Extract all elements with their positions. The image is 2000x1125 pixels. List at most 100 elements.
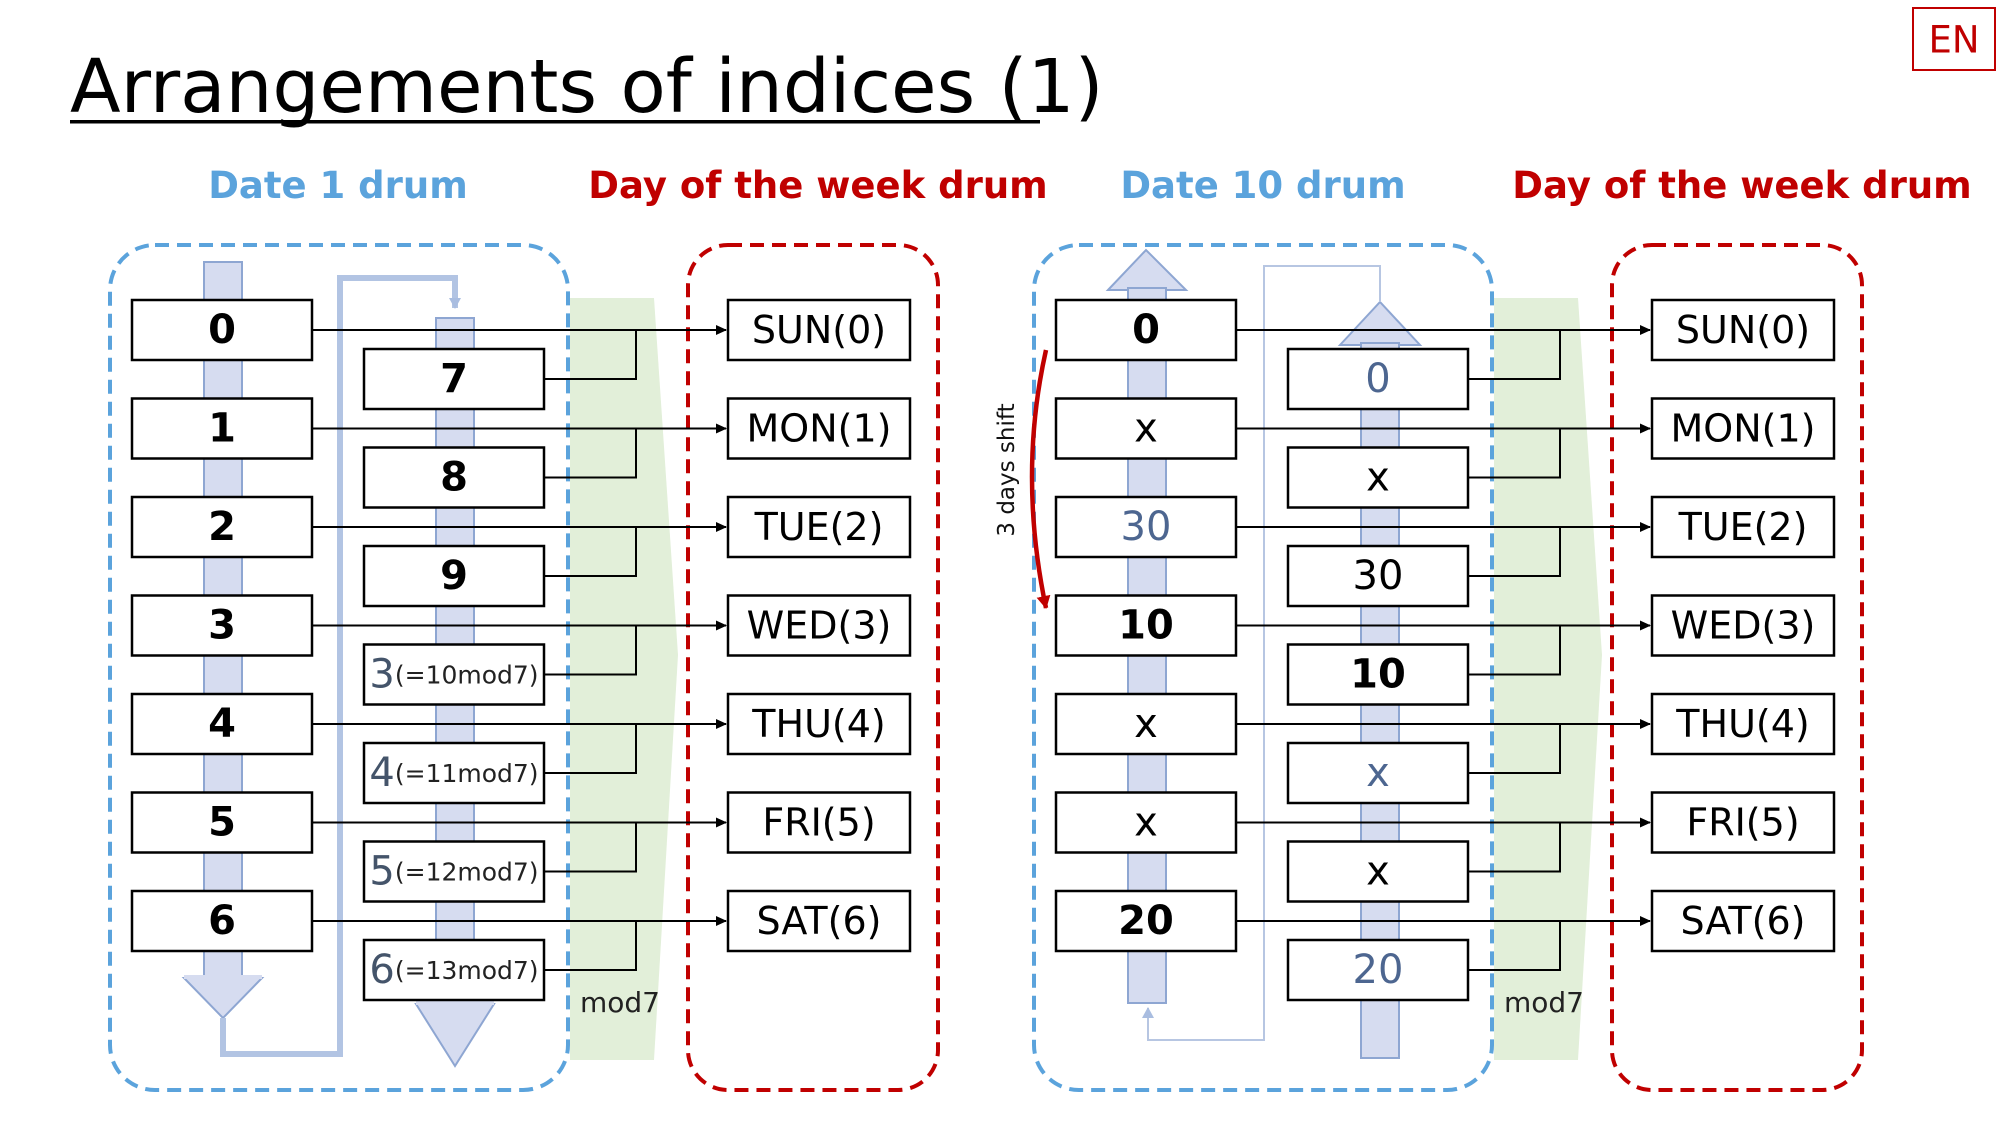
left_panel-col1-cell-box xyxy=(130,298,314,362)
page-title: Arrangements of indices (1) xyxy=(70,44,1103,130)
left_panel-col2-sub: (=13mod7) xyxy=(395,956,539,985)
right_panel-col2-cell: x xyxy=(1286,741,1470,805)
left_panel-day-cell: FRI(5) xyxy=(726,791,912,854)
title-underline xyxy=(70,120,1040,124)
right_panel-wire-date2-3 xyxy=(1468,625,1561,676)
left_panel-col2-main: 5 xyxy=(369,849,394,895)
left_panel-col2-cell: 3(=10mod7) xyxy=(362,643,546,706)
right-dow-drum-frame xyxy=(1610,243,1864,1092)
right_panel-col1-cell-box xyxy=(1054,495,1238,559)
right_panel-col2-cell-box xyxy=(1286,544,1470,608)
right_panel-col2-cell: x xyxy=(1286,840,1470,903)
left_panel-col1-value: 1 xyxy=(208,406,236,452)
left_panel-col1-cell: 4 xyxy=(130,692,314,756)
language-badge[interactable]: EN xyxy=(1912,7,1996,71)
right_panel-day-cell-box xyxy=(1650,397,1836,460)
left_panel-day-cell-box xyxy=(726,594,912,657)
left_panel-col1-cell: 1 xyxy=(130,397,314,460)
left_panel-day-label: THU(4) xyxy=(751,702,885,746)
left_panel-day-cell: THU(4) xyxy=(726,692,912,756)
left_panel-day-label: TUE(2) xyxy=(754,505,884,549)
right_panel-col1-value: 30 xyxy=(1121,504,1172,550)
left_panel-day-cell-box xyxy=(726,298,912,362)
right_panel-wire-date2-5 xyxy=(1468,822,1561,873)
left_panel-day-cell-box xyxy=(726,495,912,559)
left_panel-col1-cell: 6 xyxy=(130,889,314,953)
left-dow-drum-title: Day of the week drum xyxy=(588,164,1047,207)
left_panel-col2-sub: (=12mod7) xyxy=(395,857,539,886)
right_panel-col2-cell-box xyxy=(1286,643,1470,706)
left_panel-col2-cell: 7 xyxy=(362,347,546,411)
right_panel-wire-date2-0 xyxy=(1468,330,1561,380)
left_panel-col1-cell: 3 xyxy=(130,594,314,657)
right_panel-col1-cell-box xyxy=(1054,298,1238,362)
left_panel-day-label: MON(1) xyxy=(747,407,892,451)
left_panel-col2-cell-box xyxy=(362,741,546,805)
right_panel-col2-value: x xyxy=(1366,849,1390,895)
right-date-drum-frame xyxy=(1032,243,1494,1092)
left_panel-col2-main: 4 xyxy=(369,750,394,796)
left_panel-col1-cell-box xyxy=(130,791,314,854)
right_panel-col1-value: x xyxy=(1134,406,1158,452)
right_panel-day-label: MON(1) xyxy=(1671,407,1816,451)
left-mod7-label: mod7 xyxy=(580,986,660,1019)
left_panel-col2-cell-box xyxy=(362,643,546,706)
left_panel-col1-value: 0 xyxy=(208,307,236,353)
right_panel-day-cell: SUN(0) xyxy=(1650,298,1836,362)
right_panel-day-label: SUN(0) xyxy=(1676,308,1810,352)
left_panel-day-cell: SUN(0) xyxy=(726,298,912,362)
right_panel-col1-value: x xyxy=(1134,701,1158,747)
right_panel-col1-value: 10 xyxy=(1118,603,1174,649)
left_panel-day-label: WED(3) xyxy=(747,604,892,648)
left_panel-col2-value: 5(=12mod7) xyxy=(369,849,538,895)
left-date-drum-title: Date 1 drum xyxy=(208,164,468,207)
right_panel-col2-cell: 10 xyxy=(1286,643,1470,706)
left_panel-col2-sub: (=11mod7) xyxy=(395,759,539,788)
left_panel-day-cell-box xyxy=(726,889,912,953)
right_panel-col2-cell: 30 xyxy=(1286,544,1470,608)
right_panel-day-cell-box xyxy=(1650,594,1836,657)
language-badge-label: EN xyxy=(1928,19,1979,62)
right_panel-day-label: WED(3) xyxy=(1671,604,1816,648)
left_panel-col2-sub: (=10mod7) xyxy=(395,660,539,689)
left-mod7-band xyxy=(570,298,678,1060)
left_panel-col1-value: 2 xyxy=(208,504,236,550)
left_panel-day-label: FRI(5) xyxy=(762,801,875,845)
left_panel-day-cell: TUE(2) xyxy=(726,495,912,559)
right-wrap-connector xyxy=(1142,265,1381,1041)
right_panel-col1-cell-box xyxy=(1054,594,1238,657)
right_panel-col1-cell: x xyxy=(1054,397,1238,460)
right_panel-col2-value: x xyxy=(1366,750,1390,796)
right_panel-day-label: SAT(6) xyxy=(1681,899,1806,943)
right_panel-col1-cell-box xyxy=(1054,397,1238,460)
right_panel-day-cell: TUE(2) xyxy=(1650,495,1836,559)
left_panel-wire-date2-6 xyxy=(544,921,637,971)
right_panel-wire-date2-1 xyxy=(1468,428,1561,479)
left_panel-col2-value: 8 xyxy=(440,455,468,501)
left_panel-col2-cell: 4(=11mod7) xyxy=(362,741,546,805)
right_panel-col2-value: x xyxy=(1366,455,1390,501)
right_panel-day-cell: SAT(6) xyxy=(1650,889,1836,953)
left_panel-col2-value: 3(=10mod7) xyxy=(369,652,538,698)
right_panel-col1-value: 0 xyxy=(1132,307,1160,353)
left_panel-wire-date2-2 xyxy=(544,527,637,577)
right_panel-col2-cell-box xyxy=(1286,840,1470,903)
right_panel-col1-value: 20 xyxy=(1118,898,1174,944)
left_panel-col2-main: 9 xyxy=(440,553,468,599)
left_panel-col2-value: 6(=13mod7) xyxy=(369,947,538,993)
left_panel-day-cell-box xyxy=(726,397,912,460)
right_panel-col2-cell: 0 xyxy=(1286,347,1470,411)
left_panel-col1-value: 6 xyxy=(208,898,236,944)
right_panel-day-cell: WED(3) xyxy=(1650,594,1836,657)
right_panel-day-cell: MON(1) xyxy=(1650,397,1836,460)
right_panel-wire-date2-6 xyxy=(1468,921,1561,971)
left_panel-col2-cell: 9 xyxy=(362,544,546,608)
left_panel-col2-cell: 8 xyxy=(362,446,546,509)
right_panel-col2-cell-box xyxy=(1286,347,1470,411)
left_panel-col1-cell-box xyxy=(130,495,314,559)
right_panel-day-cell: FRI(5) xyxy=(1650,791,1836,854)
left_panel-day-label: SUN(0) xyxy=(752,308,886,352)
right_panel-col1-cell: 20 xyxy=(1054,889,1238,953)
right_panel-day-cell-box xyxy=(1650,495,1836,559)
left_panel-col1-cell-box xyxy=(130,594,314,657)
